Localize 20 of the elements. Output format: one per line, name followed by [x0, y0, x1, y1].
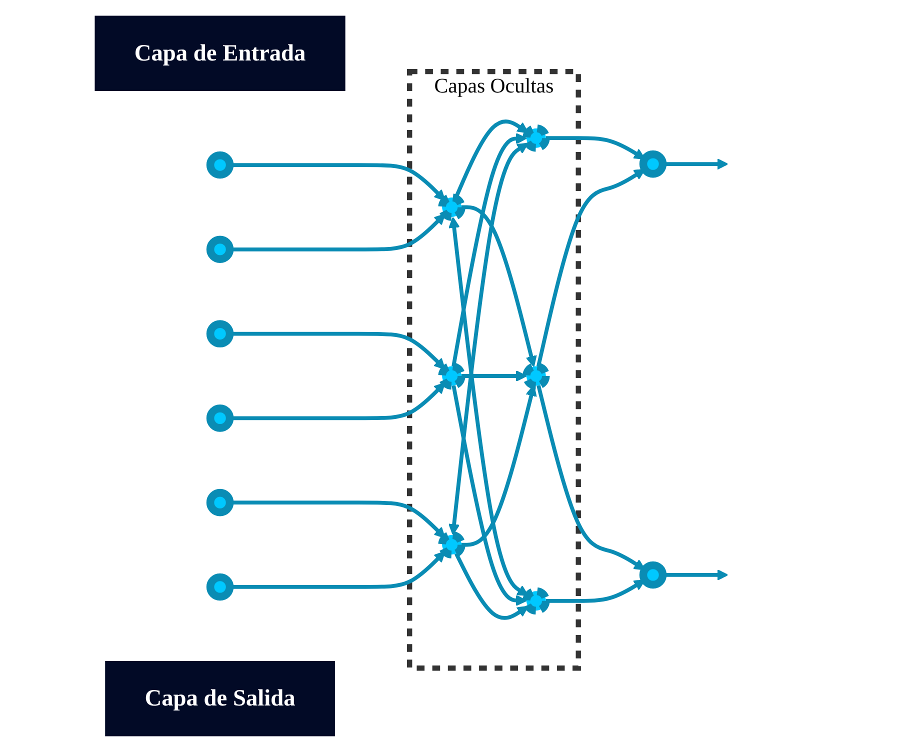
- node-circle: [639, 150, 667, 178]
- arrow: [462, 204, 537, 367]
- arrow: [536, 384, 646, 570]
- node-circle: [206, 150, 234, 178]
- node-circle: [522, 124, 550, 152]
- node-circle: [206, 488, 234, 516]
- node-circle: [522, 362, 550, 390]
- node-circle: [206, 235, 234, 263]
- node-circle: [639, 560, 667, 588]
- node-circle: [206, 404, 234, 432]
- node-box: Capa de Salida: [105, 660, 335, 736]
- arrow: [448, 216, 529, 596]
- node-circle: [522, 586, 550, 614]
- cluster: Capas Ocultas: [407, 68, 581, 670]
- node-circle: [206, 320, 234, 347]
- node-circle: [438, 362, 466, 390]
- node-circle: [438, 530, 466, 558]
- node-circle: [438, 193, 466, 220]
- node-circle: [206, 572, 234, 600]
- node-box: Capa de Entrada: [94, 15, 346, 91]
